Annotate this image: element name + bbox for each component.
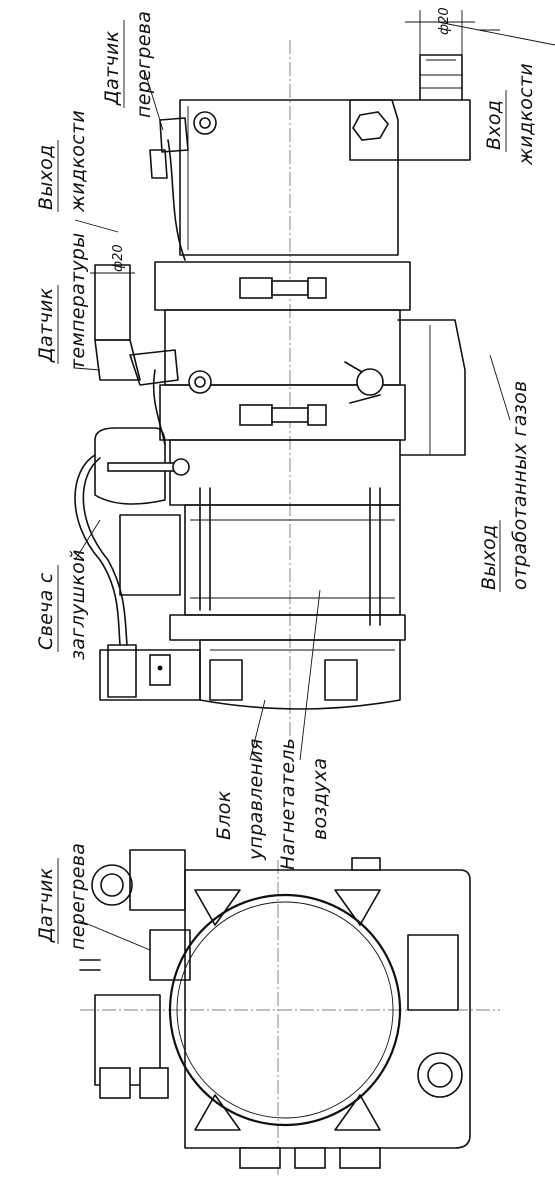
temperature-sensor: [129, 349, 179, 386]
burner-block: [184, 504, 401, 616]
label-exhaust-1: Выход: [478, 524, 500, 590]
label-control-unit-1: Блок: [213, 790, 235, 840]
label-air-blower-2: воздуха: [309, 758, 331, 840]
overheat-sensor: [159, 117, 189, 153]
heater-end-view: [79, 849, 500, 1175]
bracket: [334, 889, 381, 926]
bracket: [334, 1094, 381, 1131]
mounting-frame: [184, 869, 471, 1149]
label-temp-sensor-2: температуры: [67, 232, 89, 370]
label-fluid-outlet-2: жидкости: [67, 110, 89, 213]
temp-sensor-body: [129, 849, 186, 911]
control-unit: [99, 649, 201, 701]
label-overheat-sensor-bottom-1: Датчик: [35, 867, 57, 943]
heat-exchanger: [164, 309, 401, 386]
label-fluid-inlet-1: Вход: [483, 100, 505, 150]
leaders: [74, 21, 555, 951]
combustion-housing: [169, 439, 401, 506]
inlet-bracket: [349, 99, 471, 161]
clamp-ring-upper: [154, 261, 411, 311]
frame-bolt: [239, 1147, 281, 1169]
heater-side-view: [74, 10, 475, 740]
label-exhaust-2: отработанных газов: [509, 380, 531, 590]
blower-housing: [199, 639, 401, 710]
label-overheat-sensor-bottom-2: перегрева: [67, 843, 89, 950]
dim-outlet-diameter: ф20: [111, 244, 126, 272]
label-glow-plug-1: Свеча с: [35, 572, 57, 650]
glow-plug: [107, 462, 177, 472]
connector-box: [119, 514, 181, 596]
clamp-bolt: [239, 277, 273, 299]
dim-inlet-diameter: ф20: [437, 7, 452, 35]
bracket: [194, 1094, 241, 1131]
frame-bolt: [351, 857, 381, 871]
label-overheat-sensor-top-1: Датчик: [101, 30, 123, 106]
clamp-bolt: [239, 404, 273, 426]
bracket: [194, 889, 241, 926]
glow-plug-cap: [94, 427, 166, 505]
exhaust-outlet: [397, 319, 466, 456]
outlet-pipe: [94, 264, 131, 341]
label-air-blower-1: Нагнетатель: [277, 738, 299, 870]
label-glow-plug-2: заглушкой: [67, 549, 89, 660]
wiring: [74, 454, 121, 646]
heater-body-circle: [168, 893, 402, 1127]
overheat-sensor-body: [149, 929, 191, 981]
label-temp-sensor-1: Датчик: [35, 287, 57, 363]
label-overheat-sensor-top-2: перегрева: [133, 11, 155, 118]
bracket-nut: [352, 111, 389, 141]
callouts: Датчик перегрева Вход жидкости Выход жид…: [35, 7, 537, 950]
inlet-pipe: [419, 54, 463, 101]
label-fluid-inlet-2: жидкости: [515, 63, 537, 166]
label-fluid-outlet-1: Выход: [35, 144, 57, 210]
blower-flange: [169, 614, 406, 641]
label-control-unit-2: управления: [245, 738, 267, 861]
hinge-eye: [356, 368, 384, 396]
